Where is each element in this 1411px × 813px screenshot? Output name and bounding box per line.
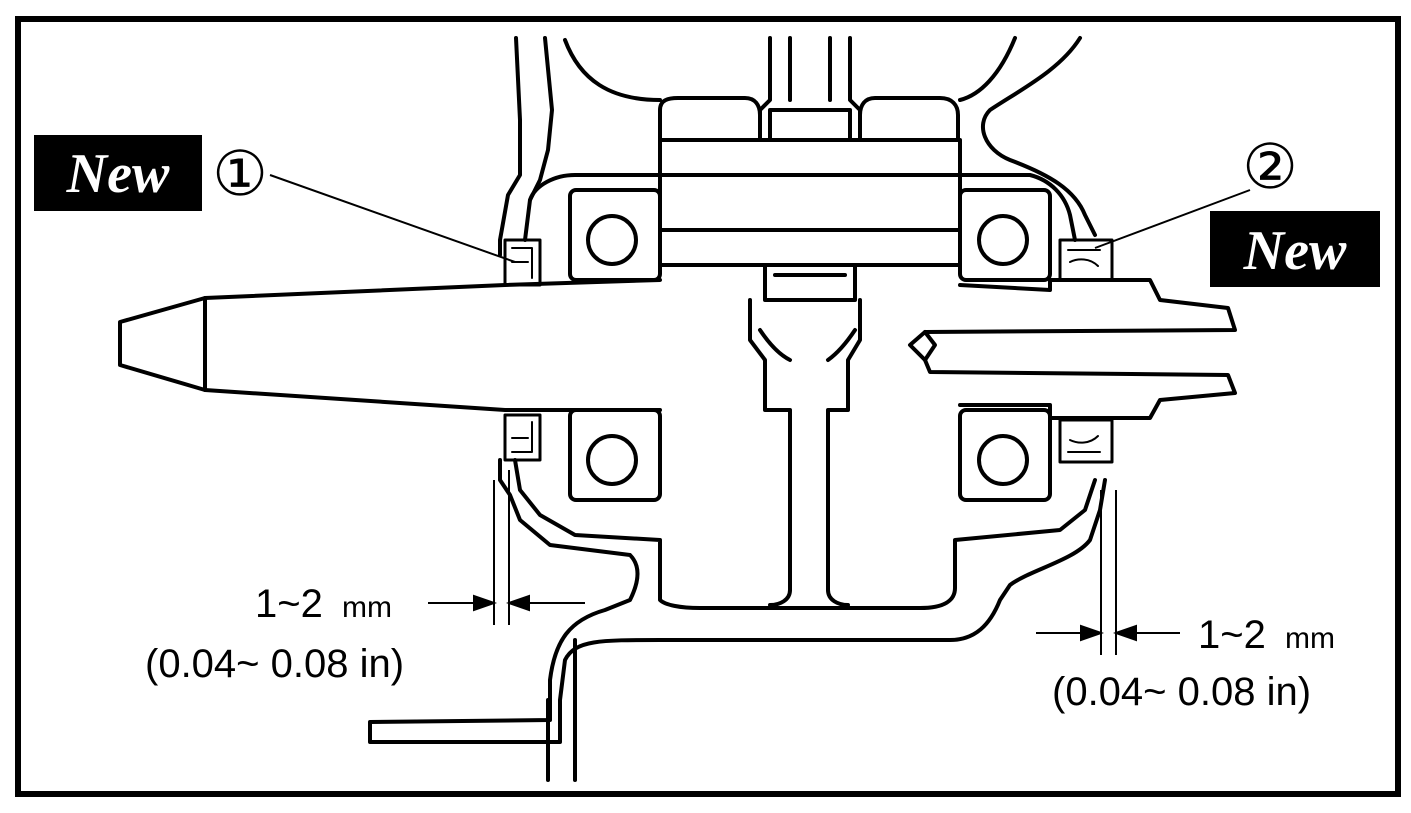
clearance-left-number: 1~2	[255, 582, 323, 626]
dimension-right	[1036, 490, 1180, 655]
conrod-body-right-outer	[826, 328, 857, 362]
figure-frame	[15, 16, 1401, 797]
callout-1-number: ①	[212, 140, 268, 209]
clearance-right-unit: mm	[1285, 622, 1335, 655]
bearing-right-lower-ball	[977, 434, 1029, 486]
crankpin-upper	[658, 138, 962, 177]
leader-line-2	[1094, 189, 1251, 249]
crankcase-left-lower-inner	[513, 458, 662, 592]
bearing-right-upper-ball	[977, 214, 1029, 266]
oil-seal-left-lower-detail	[511, 421, 533, 453]
crankshaft-left-taper	[118, 278, 662, 412]
new-badge-1: New	[34, 135, 202, 211]
crankshaft-right-upper	[908, 278, 1237, 420]
crank-web-right-top	[858, 96, 960, 142]
crankcase-left-upper-inner	[523, 36, 554, 242]
crankcase-left-housing	[528, 173, 662, 202]
crankpin-lower	[658, 228, 962, 267]
new-badge-2-bg	[1210, 211, 1380, 287]
new-badge-1-text: New	[66, 143, 170, 205]
dimension-left	[428, 470, 585, 625]
bearing-right-upper-race	[958, 188, 1052, 282]
clearance-left: 1~2 mm (0.04~ 0.08 in)	[145, 582, 404, 686]
conrod-big-end	[763, 263, 857, 302]
crankcase-right-housing	[958, 173, 1077, 242]
leader-line-1	[269, 174, 516, 263]
clearance-right-number: 1~2	[1198, 613, 1266, 657]
conrod-body-left-outer	[758, 328, 792, 362]
crankcase-right-upper-wall	[980, 36, 1097, 237]
bearing-right-lower-race	[958, 408, 1052, 502]
clearance-left-value: 1~2 mm	[255, 582, 392, 626]
new-badge-2-text: New	[1243, 220, 1347, 282]
bearing-left-lower-ball	[586, 434, 638, 486]
crankcase-lower-bottom	[658, 478, 1097, 610]
crankcase-left-upper-curve	[563, 38, 662, 102]
crankpin-middle	[658, 173, 962, 232]
leader-lines	[269, 174, 1251, 263]
clearance-left-imperial: (0.04~ 0.08 in)	[145, 642, 404, 686]
clearance-left-unit: mm	[342, 591, 392, 624]
dim-left-arrowhead-b	[505, 594, 530, 612]
dim-left-arrowhead-a	[473, 594, 498, 612]
crankcase-right-upper-curve	[958, 36, 1017, 102]
conrod-body-right	[826, 298, 862, 592]
callout-2: ②	[1242, 133, 1298, 202]
callout-2-number: ②	[1242, 133, 1298, 202]
conrod-small-block	[768, 108, 852, 142]
oil-seal-right-lower	[1058, 418, 1114, 464]
crankcase-left-upper-wall	[498, 36, 522, 257]
crankcase-left-lower-wall	[368, 458, 1107, 744]
oil-seal-right-lower-detail	[1067, 435, 1101, 453]
oil-seal-left-lower	[503, 413, 542, 462]
dim-right-arrowhead-b	[1112, 624, 1137, 642]
dim-right-arrowhead-a	[1080, 624, 1105, 642]
crankcase-drawing	[118, 36, 1237, 782]
crank-web-left-top	[658, 96, 762, 142]
oil-seal-left-upper-detail	[511, 247, 533, 279]
conrod-foot-curves	[768, 588, 850, 607]
new-badge-1-bg	[34, 135, 202, 211]
oil-seal-right-upper-detail	[1067, 249, 1101, 267]
clearance-right-imperial: (0.04~ 0.08 in)	[1052, 670, 1311, 714]
bearing-left-upper-race	[568, 188, 662, 282]
bearing-left-lower-race	[568, 408, 662, 502]
crankshaft-right-keyway	[923, 330, 937, 362]
clearance-right-value: 1~2 mm	[1198, 613, 1335, 657]
conrod-body-left	[748, 298, 792, 592]
bearing-left-upper-ball	[586, 214, 638, 266]
clearance-right: 1~2 mm (0.04~ 0.08 in)	[1052, 613, 1335, 714]
new-badge-2: New	[1210, 211, 1380, 287]
callout-1: ①	[212, 140, 268, 209]
